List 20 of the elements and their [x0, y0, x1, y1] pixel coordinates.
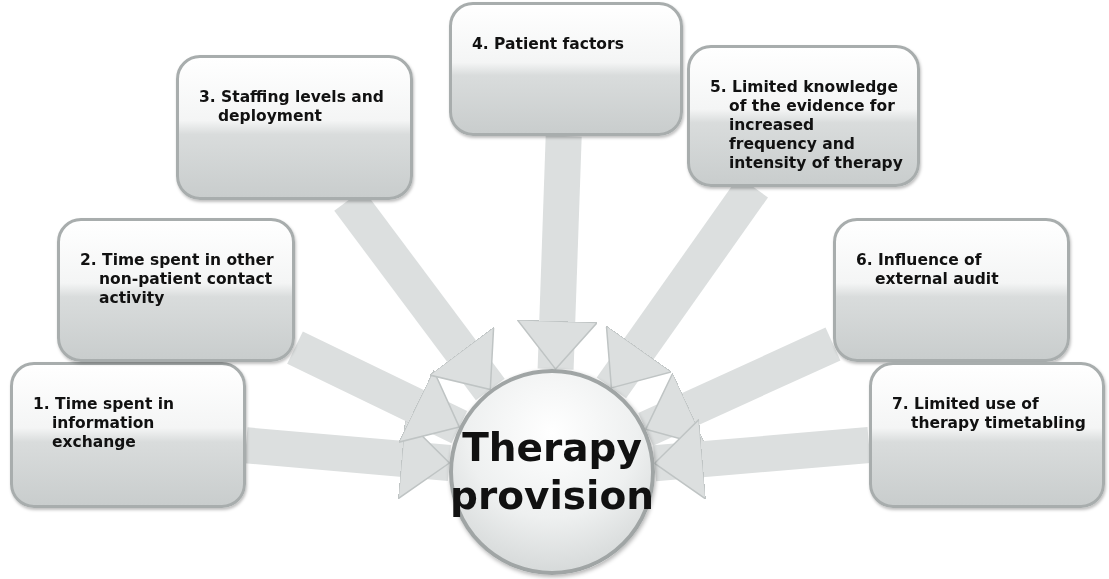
factor-text: 1. Time spent in information exchange: [33, 395, 176, 452]
central-label: Therapy provision: [450, 424, 654, 520]
factor-box: [176, 55, 413, 200]
block-arrow: [244, 418, 451, 500]
block-arrow: [638, 327, 841, 447]
block-arrow: [287, 331, 468, 444]
block-arrow: [653, 418, 871, 500]
factor-text: 2. Time spent in other non-patient contact activity: [80, 251, 275, 308]
factor-box: [449, 2, 683, 136]
factor-text: 3. Staffing levels and deployment: [199, 88, 385, 126]
factor-box: [10, 362, 246, 508]
factor-box: [687, 45, 920, 187]
factor-text: 7. Limited use of therapy timetabling: [892, 395, 1087, 433]
factor-text: 6. Influence of external audit: [856, 251, 1000, 289]
block-arrow: [516, 135, 598, 370]
factor-box: [57, 218, 295, 362]
factor-box: [833, 218, 1070, 362]
factor-box: [869, 362, 1105, 508]
factor-text: 4. Patient factors: [472, 35, 625, 54]
factor-text: 5. Limited knowledge of the evidence for increased frequency and intensity of therapy: [710, 78, 903, 173]
